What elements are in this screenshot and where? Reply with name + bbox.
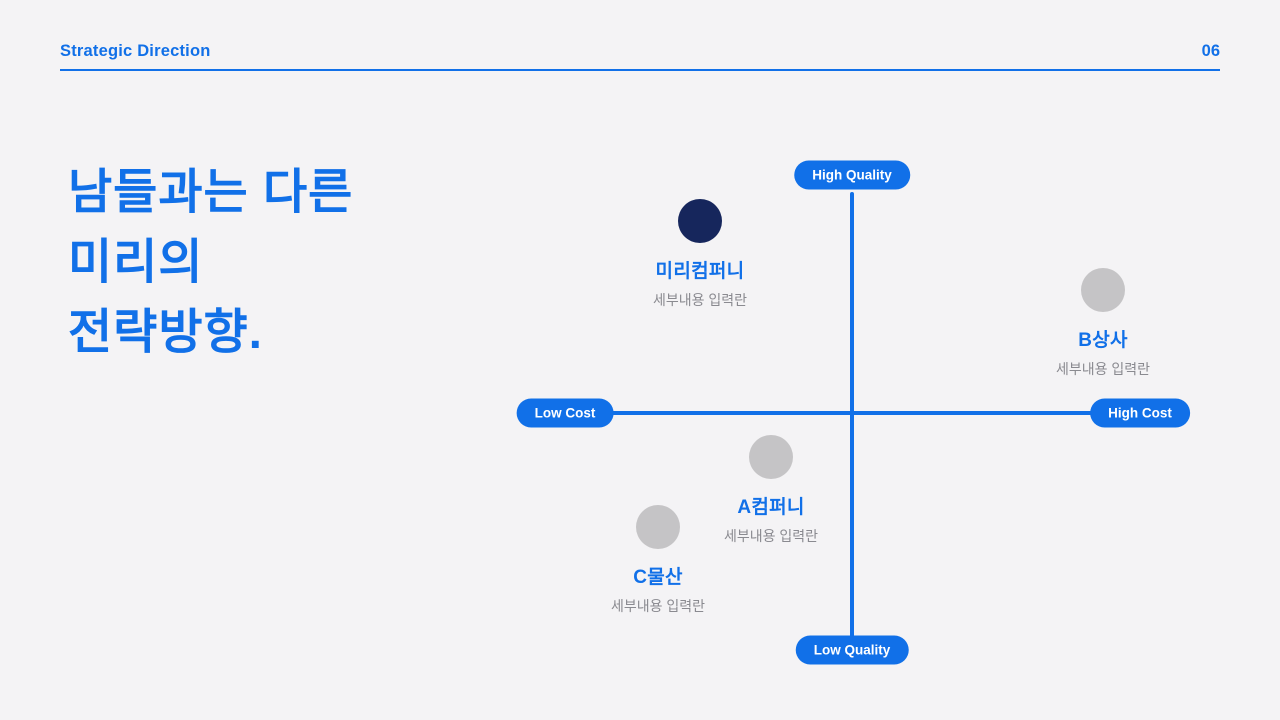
headline-line-1: 남들과는 다른 <box>68 166 354 219</box>
axis-label-high-cost: High Cost <box>1090 398 1190 428</box>
headline: 남들과는 다른 미리의 전략방향. <box>68 158 353 368</box>
point-sublabel: 세부내용 입력란 <box>1055 361 1151 377</box>
quadrant-point-b-company: B상사 세부내용 입력란 <box>983 268 1223 379</box>
axis-label-high-quality: High Quality <box>794 160 910 190</box>
headline-line-2: 미리의 <box>68 236 204 289</box>
axis-label-low-cost: Low Cost <box>516 398 614 428</box>
quadrant-horizontal-axis <box>585 411 1120 415</box>
axis-label-low-quality: Low Quality <box>795 635 909 665</box>
quadrant-point-a-company: A컴퍼니 세부내용 입력란 <box>651 435 891 546</box>
point-label: C물산 <box>633 567 683 588</box>
point-dot-gray <box>1081 268 1125 312</box>
point-label: A컴퍼니 <box>737 497 805 518</box>
point-label: 미리컴퍼니 <box>655 261 745 282</box>
quadrant-vertical-axis <box>850 192 854 638</box>
point-dot-navy <box>678 199 722 243</box>
quadrant-point-c-company: C물산 세부내용 입력란 <box>538 505 778 616</box>
point-sublabel: 세부내용 입력란 <box>652 292 748 308</box>
point-dot-gray <box>749 435 793 479</box>
page-number: 06 <box>1201 42 1220 60</box>
point-sublabel: 세부내용 입력란 <box>723 528 819 544</box>
point-dot-gray <box>636 505 680 549</box>
quadrant-point-miri-company: 미리컴퍼니 세부내용 입력란 <box>580 199 820 310</box>
header-divider <box>60 69 1220 71</box>
headline-line-3: 전략방향. <box>68 306 263 359</box>
point-sublabel: 세부내용 입력란 <box>610 598 706 614</box>
point-label: B상사 <box>1078 330 1128 351</box>
slide-header-title: Strategic Direction <box>60 42 211 60</box>
